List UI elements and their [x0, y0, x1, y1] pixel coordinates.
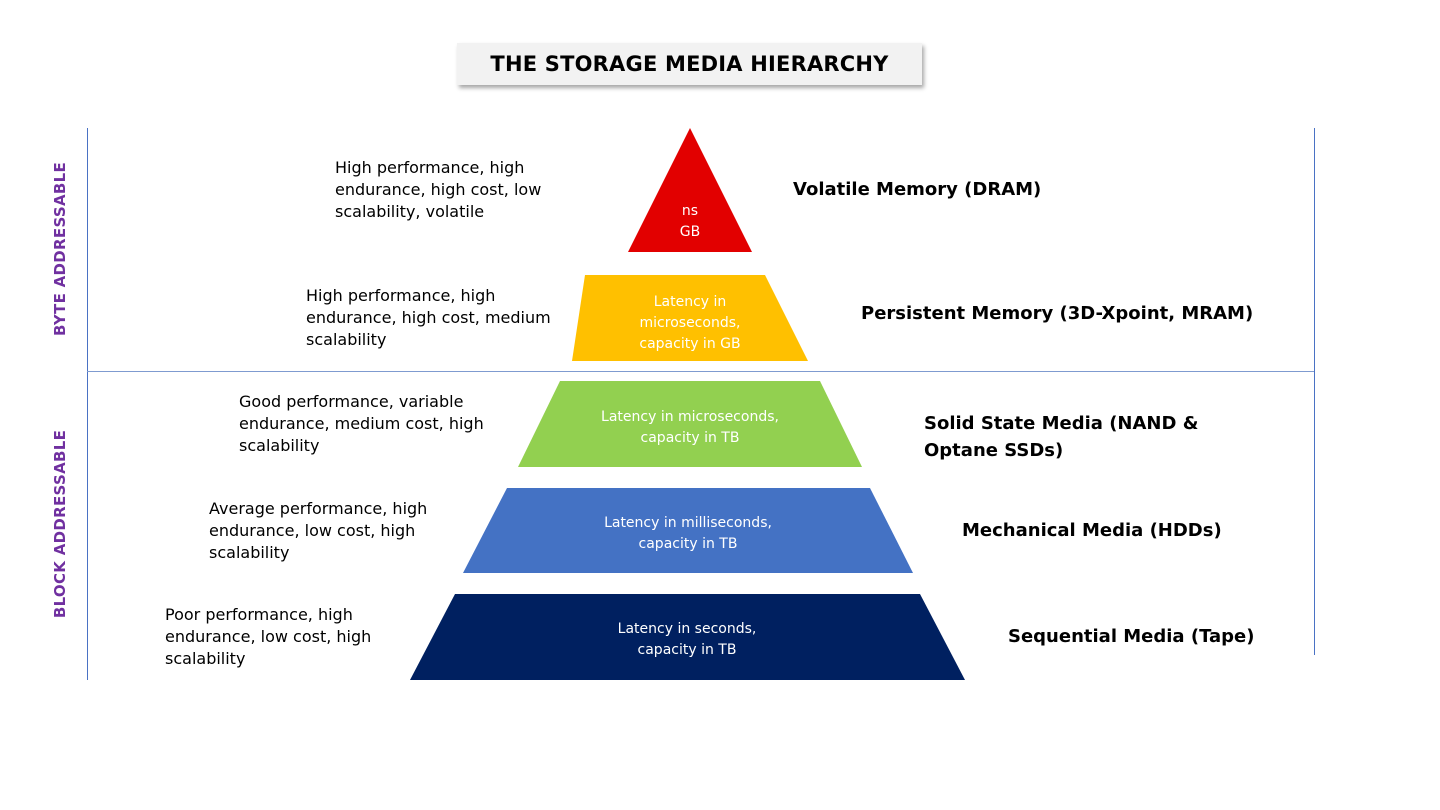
tier-persistent-memory-description: High performance, high endurance, high c… [306, 286, 551, 349]
addressing-divider-line [87, 371, 1314, 372]
left-guide-line [87, 128, 88, 680]
tier-dram-shape [628, 128, 752, 252]
tier-persistent-memory-shape [572, 275, 808, 361]
tier-persistent-memory-line3: capacity in GB [639, 336, 741, 352]
tier-mechanical-shape [463, 488, 913, 573]
right-guide-line [1314, 128, 1315, 655]
tier-solid-state-name-line2: Optane SSDs) [924, 440, 1064, 461]
tier-dram-capacity: GB [679, 224, 701, 240]
tier-solid-state-capacity: capacity in TB [640, 430, 740, 446]
tier-dram-name: Volatile Memory (DRAM) [793, 179, 1042, 200]
tier-tape-description: Poor performance, high endurance, low co… [165, 605, 372, 668]
tier-persistent-memory-line1: Latency in [653, 294, 727, 310]
tier-dram-description: High performance, high endurance, high c… [335, 158, 542, 221]
tier-persistent-memory-shape-text: Latency in microseconds, capacity in GB [590, 292, 790, 355]
tier-solid-state-name-line1: Solid State Media (NAND & [924, 413, 1199, 434]
tier-mechanical-description: Average performance, high endurance, low… [209, 499, 428, 562]
diagram-title: THE STORAGE MEDIA HIERARCHY [457, 43, 922, 85]
tier-tape-shape [410, 594, 965, 680]
tier-solid-state-shape [518, 381, 862, 467]
tier-tape-latency: Latency in seconds, [617, 621, 757, 637]
tier-dram-latency: ns [681, 203, 699, 219]
tier-solid-state-latency: Latency in microseconds, [601, 409, 779, 425]
tier-mechanical-capacity: capacity in TB [638, 536, 738, 552]
tier-solid-state-name: Solid State Media (NAND & Optane SSDs) [924, 410, 1198, 464]
tier-persistent-memory-line2: microseconds, [639, 315, 741, 331]
tier-tape-capacity: capacity in TB [637, 642, 737, 658]
tier-dram-shape-text: ns GB [640, 201, 740, 243]
tier-mechanical-shape-text: Latency in milliseconds, capacity in TB [558, 513, 818, 555]
tier-mechanical-latency: Latency in milliseconds, [604, 515, 772, 531]
tier-persistent-memory-name: Persistent Memory (3D-Xpoint, MRAM) [861, 303, 1254, 324]
tier-solid-state-shape-text: Latency in microseconds, capacity in TB [560, 407, 820, 449]
tier-mechanical-name: Mechanical Media (HDDs) [962, 520, 1222, 541]
tier-solid-state-description: Good performance, variable endurance, me… [239, 392, 484, 455]
tier-tape-shape-text: Latency in seconds, capacity in TB [557, 619, 817, 661]
tier-tape-name: Sequential Media (Tape) [1008, 626, 1255, 647]
